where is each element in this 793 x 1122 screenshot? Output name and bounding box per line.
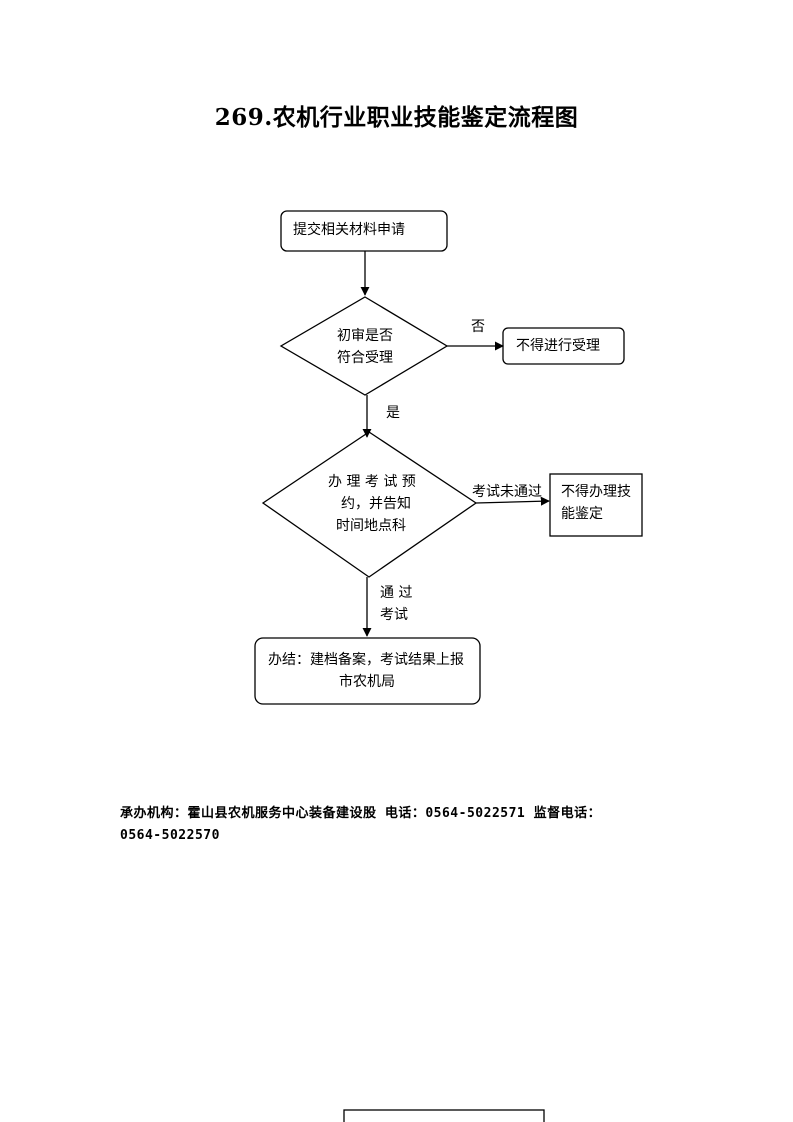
pass-edge-label-line2: 考试 (380, 607, 408, 623)
final-box-label-line1: 办结：建档备案，考试结果上报 (268, 652, 464, 668)
fail-box (549, 473, 643, 537)
arrow-exam-fail (475, 496, 550, 506)
final-box (254, 637, 481, 705)
footer-contact: 承办机构：霍山县农机服务中心装备建设股 电话：0564-5022571 监督电话… (120, 803, 680, 847)
pass-edge-label-line1: 通 过 (380, 585, 413, 601)
reject-box-label: 不得进行受理 (516, 338, 600, 354)
submit-box (280, 210, 448, 252)
exam-diamond (261, 431, 478, 578)
exam-label-line1: 办 理 考 试 预 (328, 474, 416, 490)
reject-edge-label: 否 (471, 319, 485, 335)
exam-label-line3: 时间地点科 (336, 518, 406, 534)
submit-box-label: 提交相关材料申请 (293, 222, 405, 238)
footer-line2: 0564-5022570 (120, 828, 220, 843)
footer-line1: 承办机构：霍山县农机服务中心装备建设股 电话：0564-5022571 监督电话… (120, 806, 602, 821)
exam-label-line2: 约，并告知 (341, 496, 411, 512)
review-diamond (279, 296, 449, 396)
fail-box-label-line1: 不得办理技 (561, 484, 631, 500)
reject-box (502, 327, 625, 365)
review-label-line1: 初审是否 (337, 328, 393, 344)
final-box-label-line2: 市农机局 (339, 674, 395, 690)
fail-box-label-line2: 能鉴定 (561, 506, 603, 522)
cutoff-box (343, 1109, 545, 1122)
review-label-line2: 符合受理 (337, 350, 393, 366)
accept-edge-label: 是 (386, 405, 400, 421)
page-title: 269.农机行业职业技能鉴定流程图 (214, 104, 579, 131)
fail-edge-label: 考试未通过 (472, 484, 542, 500)
